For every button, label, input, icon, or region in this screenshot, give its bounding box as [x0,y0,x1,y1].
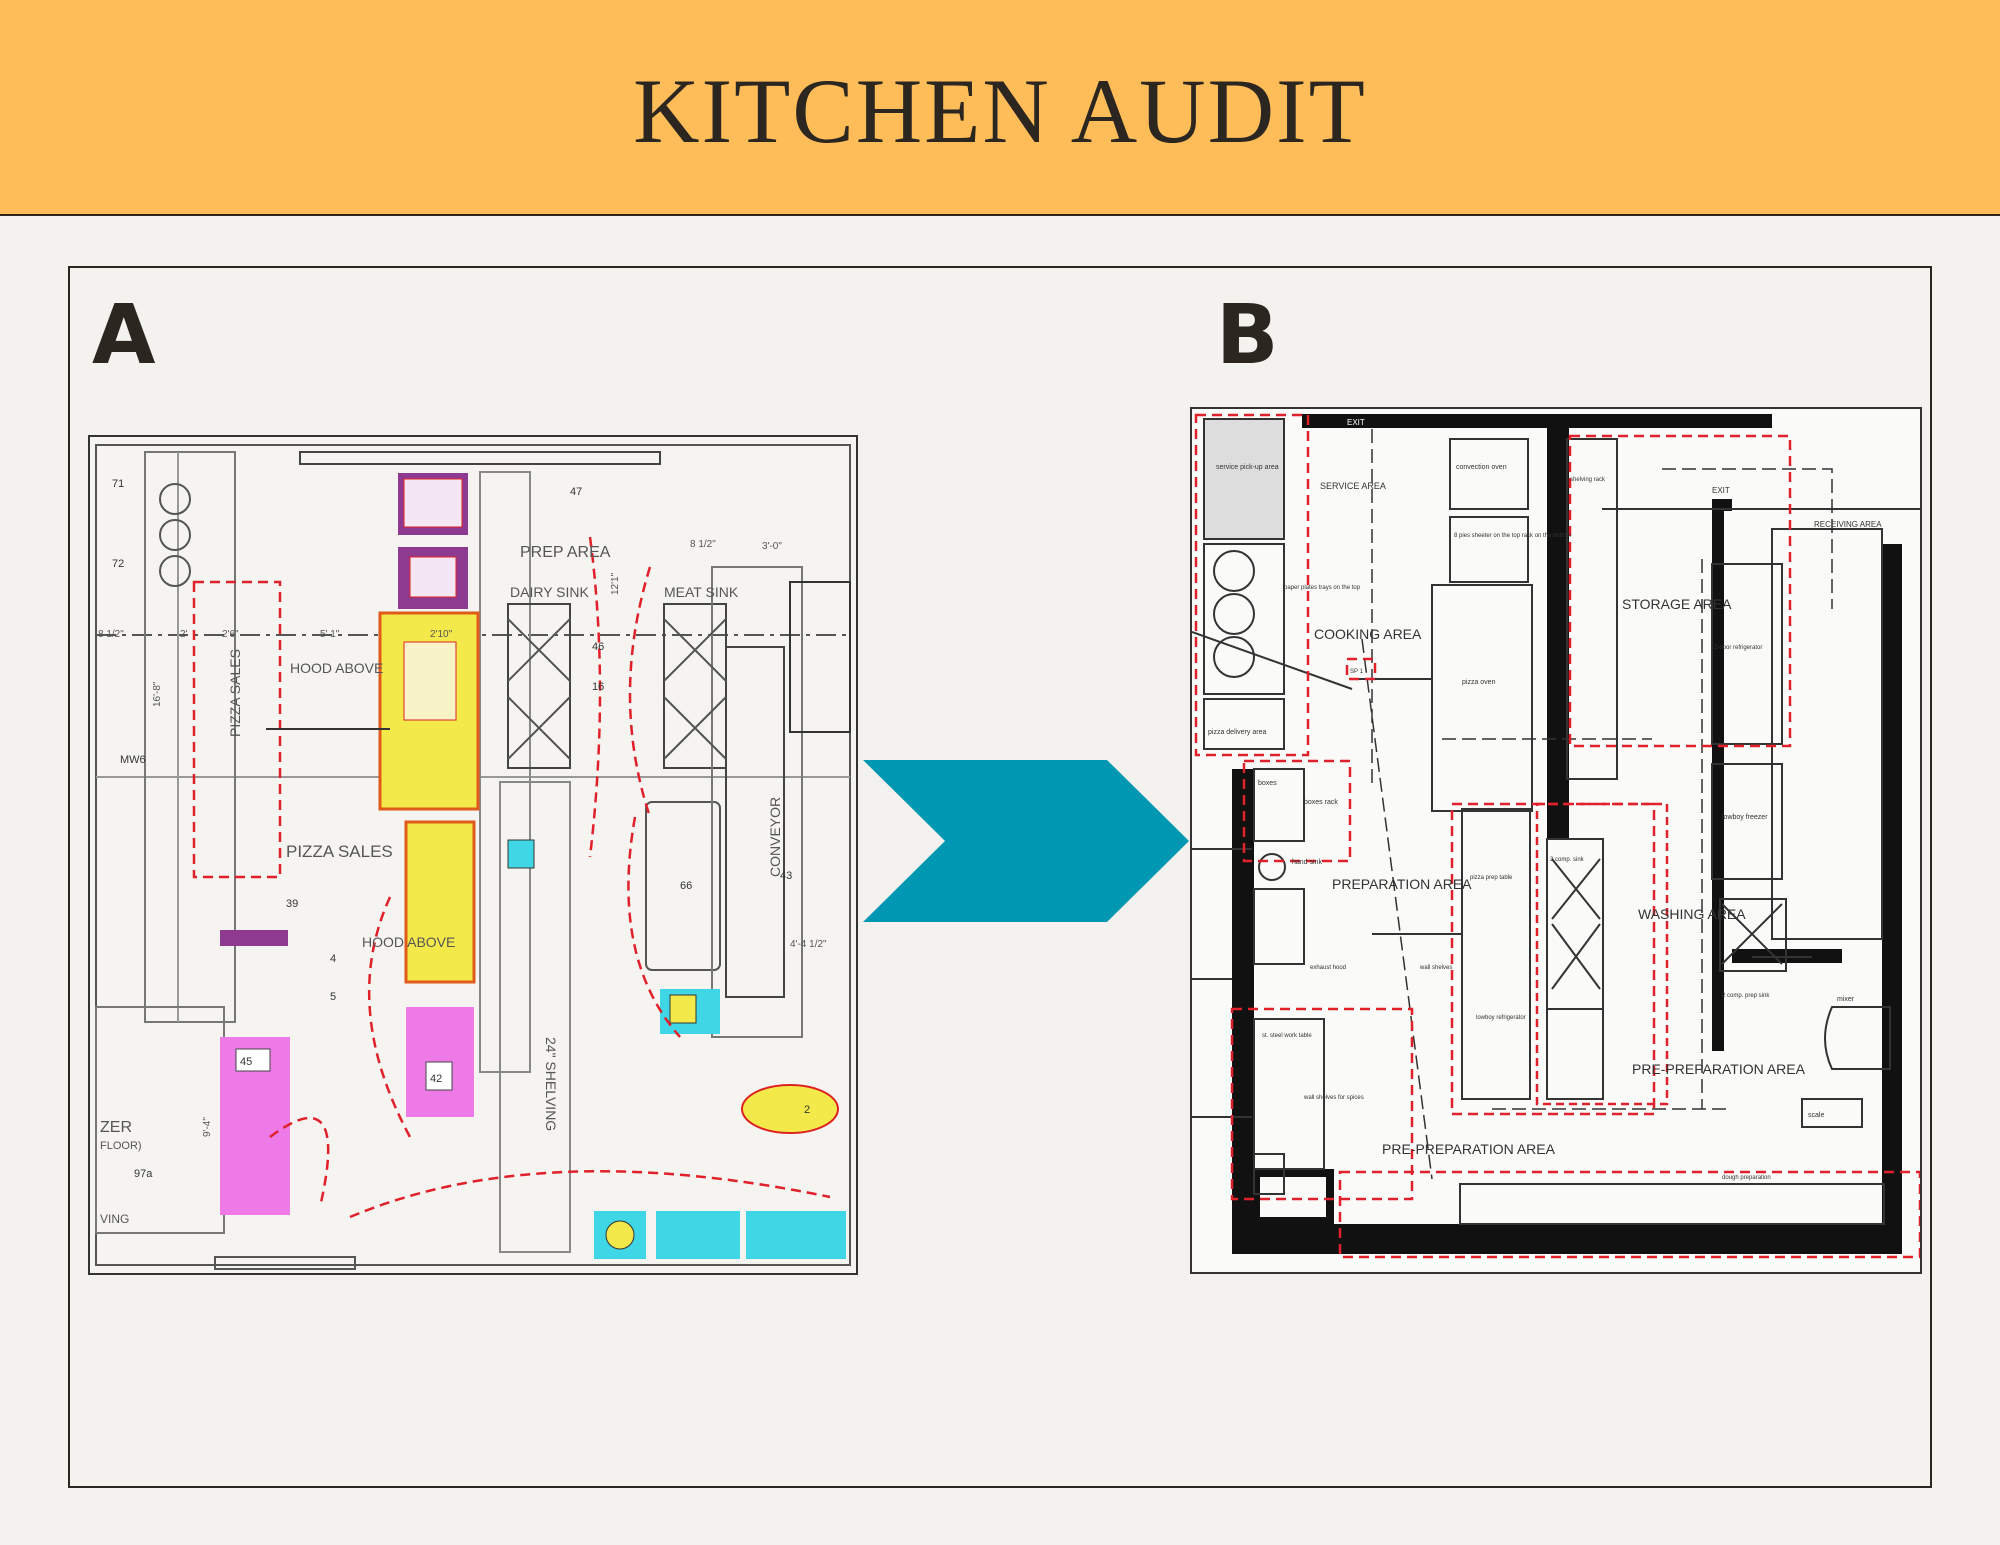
plan-a-tag: 16 [592,681,604,693]
plan-a-dimension: 2'10" [430,629,453,640]
plan-b-equipment-label: pizza delivery area [1208,729,1266,736]
plan-b-equipment-label: 2-door refrigerator [1714,645,1762,651]
plan-b-equipment-label: convection oven [1456,464,1507,471]
plan-b-equipment-label: 2 comp. prep sink [1722,993,1770,999]
plan-a-dimension: 5' 1" [320,629,340,640]
plan-b-service-area-label: SERVICE AREA [1320,481,1386,491]
plan-a-dimension: 3'-0" [762,541,782,552]
plan-b-equipment-label: st. steel work table [1262,1033,1312,1039]
plan-a-dimension: 4'-4 1/2" [790,939,827,950]
plan-a-dimension: 16'-8" [152,681,163,707]
plan-a-freezer-label: ZER [100,1119,132,1136]
floor-plan-a: PIZZA SALES PIZZA SALES HOOD ABOVE HOOD … [88,435,858,1275]
plan-b-equipment-label: scale [1808,1112,1824,1119]
plan-a-dimension: 9'-4" [202,1117,213,1137]
plan-a-tag: 45 [240,1056,252,1068]
comparison-frame [68,266,1932,1488]
plan-a-ving-label: VING [100,1212,129,1226]
plan-a-pizza-sales-rotated-label: PIZZA SALES [227,649,243,737]
plan-a-tag: 39 [286,898,298,910]
plan-b-equipment-label: dough preparation [1722,1175,1771,1181]
plan-a-dimension: 8 1/2" [690,539,716,550]
plan-b-equipment-label: lowboy refrigerator [1476,1015,1526,1021]
plan-b-equipment-label: hand sink [1292,859,1322,866]
plan-a-tag: 42 [430,1073,442,1085]
plan-a-tag: 46 [592,641,604,653]
plan-a-tag: 66 [680,880,692,892]
plan-b-equipment-label: mixer [1837,996,1855,1003]
plan-b-storage-area-label: STORAGE AREA [1622,596,1732,612]
plan-a-hood-above-label-1: HOOD ABOVE [290,660,383,676]
plan-a-pizza-sales-label: PIZZA SALES [286,842,393,861]
plan-b-exit-label: EXIT [1712,486,1730,495]
plan-b-equipment-label: 3 comp. sink [1550,857,1585,863]
plan-b-equipment-label: wall shelves [1419,965,1452,971]
plan-a-dimension: 8 1/2" [98,629,124,640]
plan-a-conveyor-label: CONVEYOR [767,797,783,877]
plan-a-tag: 43 [780,870,792,882]
plan-b-equipment-label: boxes [1258,780,1277,787]
plan-b-equipment-label: wall shelves for spices [1303,1095,1364,1101]
plan-b-equipment-label: exhaust hood [1310,965,1346,971]
plan-b-pre-prep-area-label-2: PRE-PREPARATION AREA [1382,1141,1556,1157]
plan-a-tag: 47 [570,486,582,498]
plan-b-equipment-label: paper plates trays on the top [1284,585,1361,591]
plan-b-equipment-label: pizza prep table [1470,875,1513,881]
plan-a-prep-area-label: PREP AREA [520,544,611,561]
plan-a-dairy-sink-label: DAIRY SINK [510,584,590,600]
plan-a-tag: 4 [330,953,336,965]
plan-b-exit-top-label: EXIT [1347,418,1365,427]
plan-a-tag: MW6 [120,754,146,766]
plan-a-floor-label: FLOOR) [100,1140,142,1152]
plan-b-equipment-label: service pick-up area [1216,464,1279,471]
header-banner: KITCHEN AUDIT [0,0,2000,216]
panel-label-a: A [92,288,156,383]
plan-b-pre-prep-area-label-1: PRE-PREPARATION AREA [1632,1061,1806,1077]
plan-b-equipment-label: shelving rack [1570,477,1606,483]
floor-plan-b: SERVICE AREA COOKING AREA STORAGE AREA R… [1190,407,1922,1274]
plan-a-shelving-label: 24" SHELVING [543,1037,559,1131]
plan-b-equipment-label: boxes rack [1304,799,1338,806]
plan-a-tag: 72 [112,558,124,570]
plan-b-washing-area-label: WASHING AREA [1638,906,1746,922]
plan-a-tag: 97a [134,1168,153,1180]
plan-b-area-tag: SP 1 [1350,669,1364,675]
plan-a-dimension: 2' [180,629,188,640]
plan-b-equipment-label: pizza oven [1462,679,1496,686]
plan-a-meat-sink-label: MEAT SINK [664,584,739,600]
plan-b-equipment-label: 8 pies sheeter on the top rack on the bo… [1454,533,1571,539]
plan-a-hood-above-label-2: HOOD ABOVE [362,934,455,950]
plan-b-receiving-area-label: RECEIVING AREA [1814,520,1882,529]
plan-a-tag: 5 [330,991,336,1003]
transition-arrow-icon [863,760,1189,922]
plan-a-dimension: 2'6" [222,629,239,640]
panel-label-b: B [1216,288,1279,383]
plan-a-tag: 71 [112,478,124,490]
plan-b-cooking-area-label: COOKING AREA [1314,626,1422,642]
plan-a-dimension: 12'1" [610,572,621,595]
plan-a-tag: 2 [804,1104,810,1116]
plan-b-equipment-label: lowboy freezer [1722,814,1768,821]
page-title: KITCHEN AUDIT [633,60,1367,162]
plan-b-preparation-area-label: PREPARATION AREA [1332,876,1472,892]
